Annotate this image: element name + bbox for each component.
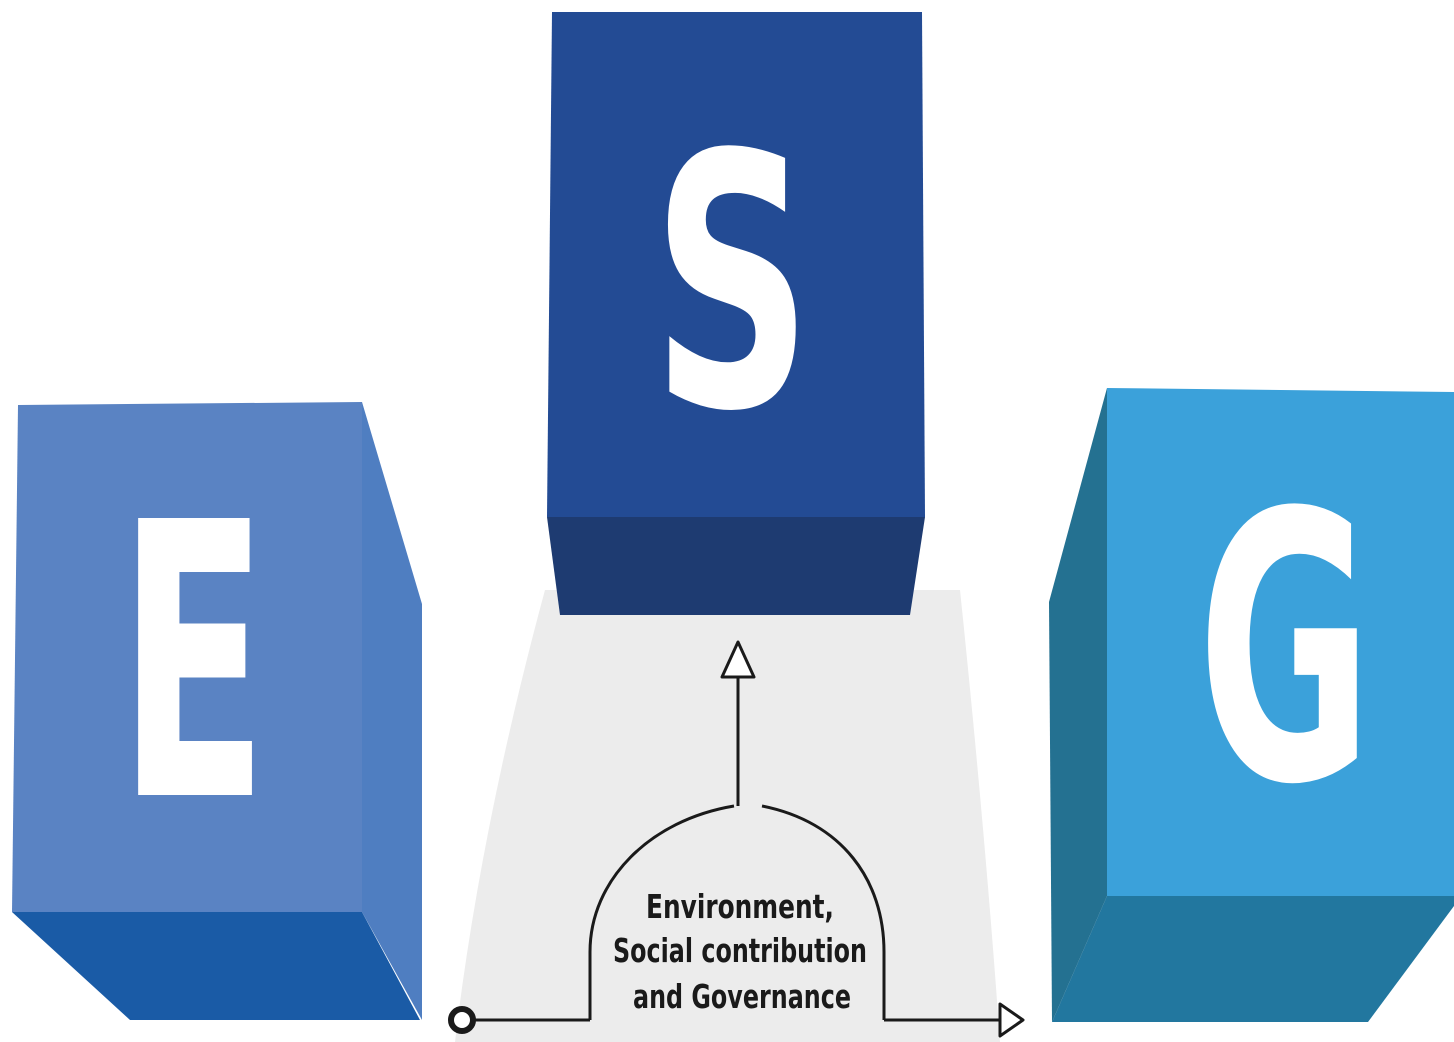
g-block: G <box>1049 388 1454 1022</box>
center-label-line-1: Environment, <box>646 887 834 926</box>
s-block: S <box>547 12 925 615</box>
spotlight-shadow <box>455 590 1000 1042</box>
right-arrow-head <box>1000 1004 1023 1036</box>
center-label: Environment, Social contribution and Gov… <box>613 887 867 1016</box>
e-block-side-face <box>362 402 422 1020</box>
s-block-letter: S <box>652 80 812 488</box>
start-circle <box>451 1009 473 1031</box>
e-block: E <box>12 402 422 1020</box>
g-block-letter: G <box>1198 436 1373 866</box>
center-label-line-2: Social contribution <box>613 931 867 970</box>
g-block-bottom-face <box>1052 896 1454 1022</box>
center-label-line-3: and Governance <box>633 977 851 1016</box>
s-block-bottom-face <box>547 517 925 615</box>
e-block-letter: E <box>118 442 268 885</box>
e-block-bottom-face <box>12 912 420 1020</box>
